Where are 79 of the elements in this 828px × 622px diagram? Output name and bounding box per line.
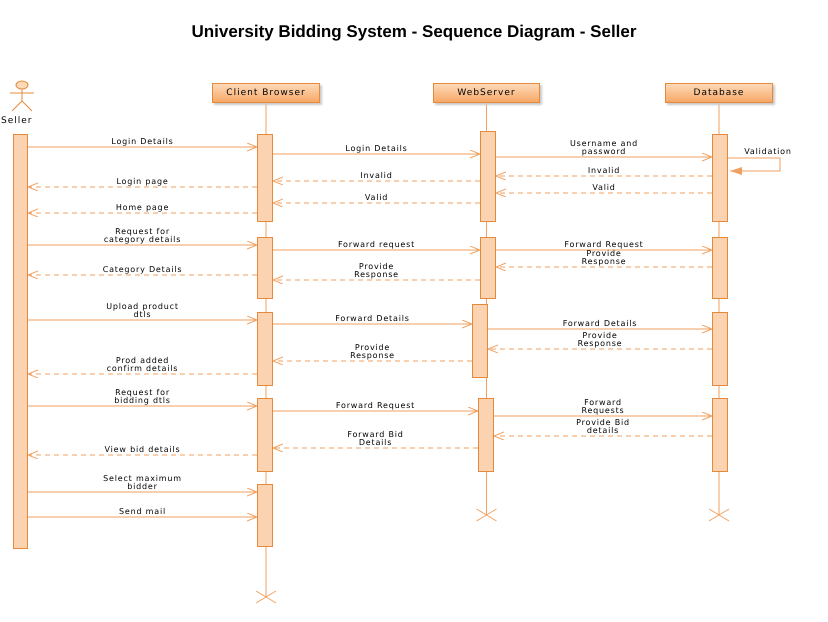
activation-bar xyxy=(257,484,273,547)
activation-bar xyxy=(257,398,273,472)
edge-label: Valid xyxy=(591,184,617,192)
message-arrow xyxy=(488,344,712,354)
activation-bar xyxy=(478,398,494,472)
message-arrow xyxy=(272,356,472,366)
message-arrow xyxy=(28,512,258,522)
edge-label: Username and password xyxy=(569,140,639,156)
message-arrow xyxy=(272,320,472,328)
activation-bar xyxy=(712,237,728,299)
edge-label: Forward request xyxy=(336,241,416,249)
diagram-title: University Bidding System - Sequence Diagram - Seller xyxy=(190,22,638,42)
edge-label: Forward Request xyxy=(334,402,416,410)
edge-label: View bid details xyxy=(104,446,182,454)
message-arrow xyxy=(28,142,258,152)
message-arrow xyxy=(496,262,712,272)
message-arrow xyxy=(494,432,712,440)
message-arrow xyxy=(28,370,258,378)
activation-bar xyxy=(257,134,273,222)
edge-label: Select maximum bidder xyxy=(102,475,183,491)
edge-label: Forward Bid Details xyxy=(346,431,405,447)
edge-label: Invalid xyxy=(586,167,622,175)
participant-box: Database xyxy=(665,83,773,103)
message-arrow xyxy=(28,402,258,410)
activation-bar xyxy=(480,131,496,222)
edge-label: Login Details xyxy=(110,138,175,146)
edge-label: Provide Response xyxy=(580,250,628,266)
message-arrow xyxy=(28,182,258,192)
message-arrow xyxy=(272,246,480,254)
message-arrow xyxy=(488,324,712,334)
message-arrow xyxy=(272,276,480,284)
activation-bar xyxy=(712,398,728,472)
edge-label: Invalid xyxy=(359,172,394,180)
edge-label: Upload product dtls xyxy=(105,303,180,319)
message-arrow xyxy=(28,316,258,324)
message-arrow xyxy=(272,150,480,158)
message-arrow xyxy=(28,270,258,280)
activation-bar xyxy=(472,304,488,378)
edge-label: Provide Bid details xyxy=(575,419,631,435)
participant-box: WebServer xyxy=(433,83,540,103)
activation-bar xyxy=(480,237,496,299)
activation-bar xyxy=(712,312,728,386)
message-arrow xyxy=(28,208,258,218)
message-arrow xyxy=(28,240,258,250)
edge-label: Login Details xyxy=(344,145,409,153)
edge-label: Forward Request xyxy=(563,241,645,249)
edge-label: Provide Response xyxy=(353,263,400,279)
message-arrow xyxy=(272,198,480,208)
edge-label: Home page xyxy=(114,204,170,212)
edge-label: Request for category details xyxy=(102,228,182,244)
edge-label: Forward Details xyxy=(562,320,638,328)
message-arrow xyxy=(496,152,712,162)
actor-label: Seller xyxy=(1,116,32,126)
message-arrow xyxy=(728,158,780,175)
activation-bar xyxy=(257,237,273,299)
message-arrow xyxy=(28,488,258,496)
edge-label: Provide Response xyxy=(576,332,624,348)
activation-bar xyxy=(712,134,728,222)
message-arrow xyxy=(494,412,712,420)
activation-bar xyxy=(257,312,273,386)
activation-bar xyxy=(13,134,28,549)
message-arrow xyxy=(272,176,480,186)
edge-label: Request for bidding dtls xyxy=(113,389,172,405)
message-arrow xyxy=(272,406,478,416)
message-arrow xyxy=(496,188,712,198)
edge-label: Provide Response xyxy=(349,344,396,360)
message-arrow xyxy=(496,246,712,254)
edge-label: Validation xyxy=(743,148,793,156)
message-arrow xyxy=(28,450,258,460)
edge-label: Prod added confirm details xyxy=(106,357,180,373)
message-arrow xyxy=(496,172,712,180)
edge-label: Valid xyxy=(364,194,390,202)
edge-label: Forward Details xyxy=(334,315,411,323)
message-arrow xyxy=(272,444,478,452)
edge-label: Send mail xyxy=(118,508,168,516)
edge-label: Login page xyxy=(115,178,170,186)
edge-label: Category Details xyxy=(102,266,184,274)
participant-box: Client Browser xyxy=(212,83,320,103)
edge-label: Forward Requests xyxy=(580,399,626,415)
